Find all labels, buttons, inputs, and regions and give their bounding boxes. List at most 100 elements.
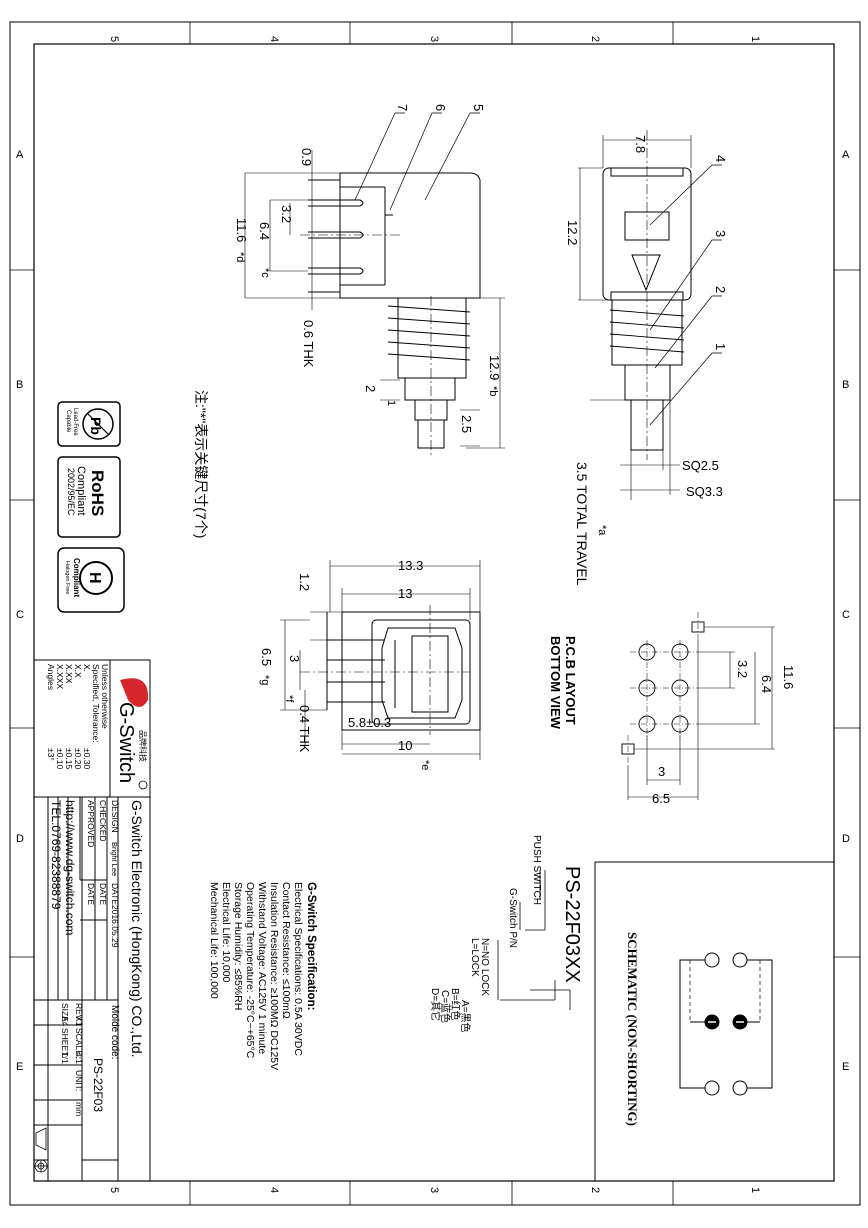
pcb-dim-11-6: 11.6 (781, 665, 796, 689)
side-dim-2-5: 2.5 (459, 415, 474, 433)
logo-text: G-Switch (115, 702, 137, 783)
rohs-directive: 2002/95/EC (66, 468, 76, 516)
balloon-4: 4 (713, 155, 728, 162)
part-number-code: PS-22F03XX (561, 866, 583, 983)
company-logo: G-Switch 品牌科技 (115, 678, 149, 790)
side-dim-d: *d (234, 252, 246, 262)
tol-header-2: Specified, Tolerance: (91, 664, 101, 743)
design-name: Bright Lee (110, 842, 119, 876)
bottom-dim-5-8: 5.8±0.3 (348, 715, 391, 730)
spec-line: Storage Humidity: ≤85%RH (232, 882, 244, 1010)
unit-label: UNIT: (74, 1070, 84, 1091)
tol-header-1: Unless otherwise (100, 664, 110, 729)
mode-code-label: Molde code: (109, 1005, 120, 1059)
tol-val: ±3° (46, 748, 56, 761)
side-dim-0-9: 0.9 (299, 148, 314, 166)
company-tel: TEL:0769-82388879 (49, 800, 63, 910)
spec-line: Mechanical Life: 100,000 (208, 882, 220, 999)
pcb-title: P.C.B LAYOUT (563, 636, 578, 725)
bottom-dim-3: 3 (287, 655, 302, 662)
no-lock-label: N=NO LOCK (479, 938, 490, 996)
bottom-dim-f: *f (283, 695, 295, 703)
front-dim-sq2-5: SQ2.5 (682, 458, 719, 473)
col-label-top: 5 (108, 36, 120, 42)
col-label-bottom: 4 (268, 1187, 280, 1193)
balloon-2: 2 (713, 286, 728, 293)
row-label-left: A (16, 149, 24, 161)
logo-cn: 品牌科技 (138, 730, 148, 762)
checked-label: CHECKED (98, 800, 108, 842)
front-dim-a: *a (596, 525, 608, 536)
col-label-top: 3 (428, 36, 440, 42)
balloon-5: 5 (471, 104, 486, 111)
row-label-left: D (16, 833, 24, 845)
front-dim-7-8: 7.8 (633, 135, 648, 153)
bottom-dim-10: 10 (398, 738, 412, 753)
title-block (33, 659, 151, 1182)
halogen-free: Halogen Free (64, 561, 70, 594)
color-b: B=红色 (449, 988, 462, 1021)
rohs-compliant: Compliant (75, 466, 87, 516)
tol-key: Angles (46, 664, 56, 690)
col-label-top: 4 (268, 36, 280, 42)
side-dim-11-6: 11.6 (234, 218, 249, 242)
color-c: C=蓝色 (439, 990, 452, 1023)
tol-val: ±0.30 (82, 748, 92, 769)
rohs-text: RoHS (88, 470, 107, 516)
scale-value: 4:1 (74, 1052, 84, 1064)
sheet-label: SHEET: (60, 1028, 70, 1058)
pcb-dim-6-5: 6.5 (652, 791, 670, 806)
col-label-top: 2 (589, 36, 601, 42)
balloon-1: 1 (713, 343, 728, 350)
front-view (578, 130, 722, 500)
lock-label: L=LOCK (469, 938, 480, 977)
pcb-subtitle: BOTTOM VIEW (548, 636, 563, 730)
front-dim-sq3-3: SQ3.3 (686, 484, 723, 499)
side-view (244, 112, 505, 455)
color-a: A=黑色 (459, 1000, 472, 1033)
tol-key: X.X (73, 664, 83, 678)
tol-key: X.XXX (55, 664, 65, 689)
size-label: SIZE: (60, 1003, 70, 1024)
sheet-value: 1/1 (60, 1052, 70, 1064)
date-value: 2016.05.29 (110, 905, 120, 948)
row-label-right: A (842, 149, 850, 161)
company-name: G-Switch Electronic (HongKong) CO.,Ltd. (129, 800, 145, 1058)
date-label: DATE (110, 883, 120, 905)
row-label-left: C (16, 609, 24, 621)
bottom-dim-13-3: 13.3 (398, 558, 423, 573)
model-number: PS-22F03 (91, 1058, 105, 1112)
side-dim-3-2: 3.2 (279, 205, 294, 223)
col-label-bottom: 2 (589, 1187, 601, 1193)
spec-title: G-Switch Specification: (305, 882, 317, 1010)
pcb-dim-6-4: 6.4 (759, 675, 774, 693)
row-label-right: B (842, 379, 849, 391)
schematic (594, 861, 834, 1181)
bottom-dim-e: *e (419, 760, 431, 770)
zone-ticks (10, 22, 860, 1205)
bottom-view (280, 560, 481, 760)
design-label: DESIGN (110, 800, 120, 833)
rev-value: X1 (74, 1016, 84, 1027)
rohs-badge: RoHS Compliant 2002/95/EC (57, 456, 121, 538)
date-label-2: DATE (98, 883, 108, 905)
halogen-symbol: H (86, 572, 103, 584)
pb-symbol: Pb (88, 417, 104, 435)
front-dim-total-travel: 3.5 TOTAL TRAVEL (574, 462, 590, 586)
size-value: A4 (60, 1016, 70, 1027)
col-label-bottom: 1 (749, 1187, 761, 1193)
col-label-top: 1 (749, 36, 761, 42)
pcb-layout (621, 612, 775, 800)
side-dim-12-9: 12.9 (487, 355, 502, 380)
bottom-dim-1-2: 1.2 (297, 573, 312, 591)
row-label-right: D (842, 833, 850, 845)
spec-line: Operating Temperature: -25°C~+65°C (244, 882, 256, 1059)
pb-capable: Capable (65, 410, 71, 433)
bottom-dim-13: 13 (398, 586, 412, 601)
part-number-callout (497, 870, 571, 1010)
part-pn-label: G-Switch P/N (507, 888, 518, 948)
bottom-dim-thk: 0.4 THK (297, 705, 312, 753)
side-dim-b: *b (487, 386, 499, 396)
side-dim-1: 1 (385, 400, 397, 406)
side-dim-thk: 0.6 THK (301, 320, 316, 368)
